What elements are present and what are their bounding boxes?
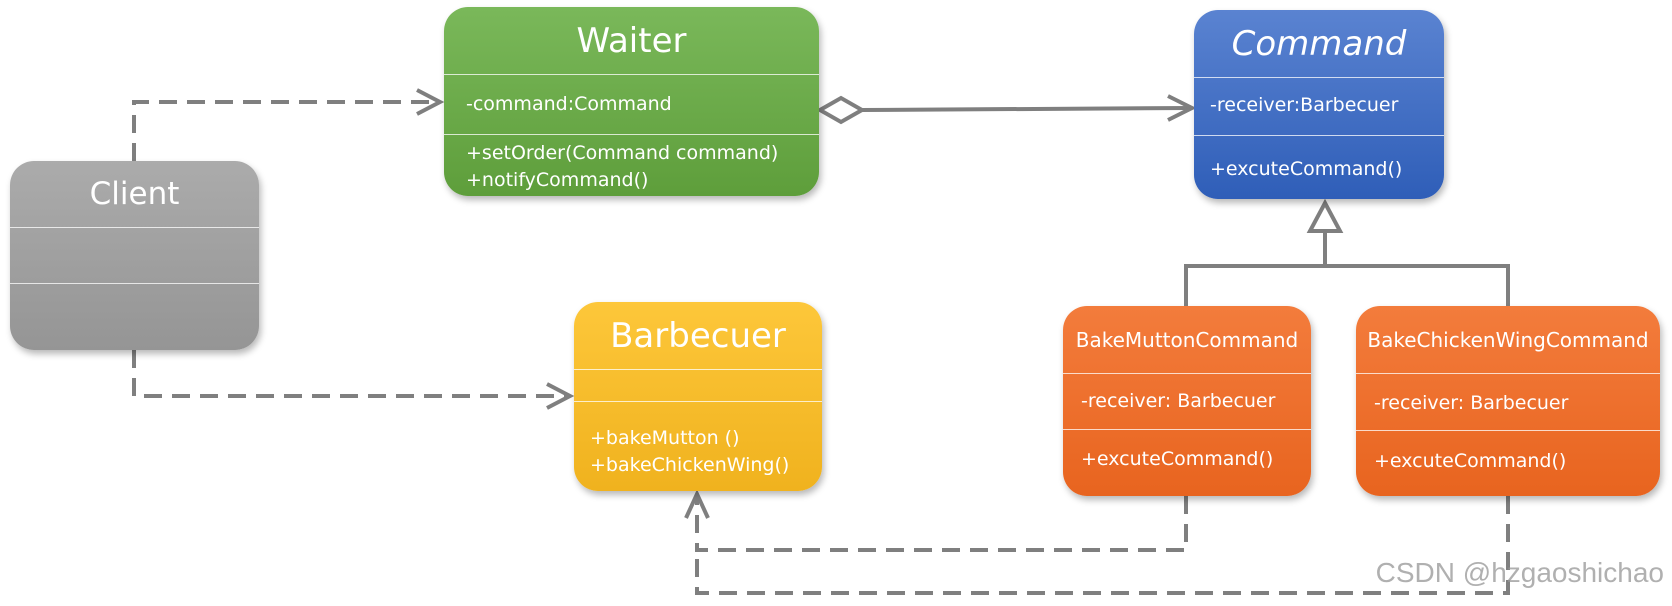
- operation: +excuteCommand(): [1210, 158, 1403, 180]
- class-barbecuer: Barbecuer +bakeMutton () +bakeChickenWin…: [574, 302, 822, 491]
- class-bake-chicken-wing-command: BakeChickenWingCommand -receiver: Barbec…: [1356, 306, 1660, 496]
- class-command-attributes: -receiver:Barbecuer: [1194, 77, 1444, 135]
- edge-mutton-generalization: [1184, 264, 1325, 306]
- operation: +excuteCommand(): [1374, 450, 1567, 472]
- class-client-attributes: [10, 227, 259, 283]
- edge-wing-generalization: [1325, 264, 1510, 306]
- edge-client-waiter: [132, 100, 440, 161]
- attribute: -command:Command: [466, 93, 672, 115]
- generalization-triangle: [1306, 198, 1344, 233]
- class-client-title: Client: [89, 176, 180, 212]
- edge-client-barbecuer: [132, 350, 570, 398]
- aggregation-diamond: [815, 95, 867, 125]
- class-bake-mutton-command-operations: +excuteCommand(): [1063, 429, 1311, 496]
- edge-waiter-command: [861, 106, 1193, 112]
- class-bake-chicken-wing-command-attributes: -receiver: Barbecuer: [1356, 373, 1660, 430]
- arrowhead-command: [1167, 94, 1197, 122]
- class-bake-mutton-command-title: BakeMuttonCommand: [1075, 327, 1299, 352]
- class-client-operations: [10, 283, 259, 350]
- class-barbecuer-attributes: [574, 369, 822, 401]
- class-barbecuer-operations: +bakeMutton () +bakeChickenWing(): [574, 401, 822, 491]
- operation: +bakeChickenWing(): [590, 454, 790, 476]
- arrowhead-barbecuer-left: [546, 382, 575, 410]
- operation: +notifyCommand(): [466, 169, 649, 191]
- arrowhead-barbecuer-bottom: [684, 489, 710, 519]
- class-bake-mutton-command-attributes: -receiver: Barbecuer: [1063, 373, 1311, 429]
- class-bake-chicken-wing-command-title: BakeChickenWingCommand: [1367, 327, 1649, 352]
- class-command: Command -receiver:Barbecuer +excuteComma…: [1194, 10, 1444, 199]
- class-waiter-attributes: -command:Command: [444, 74, 819, 134]
- attribute: -receiver:Barbecuer: [1210, 94, 1399, 116]
- operation: +setOrder(Command command): [466, 142, 779, 164]
- watermark: CSDN @hzgaoshichao: [1375, 557, 1664, 588]
- class-barbecuer-title: Barbecuer: [610, 315, 786, 356]
- operation: +excuteCommand(): [1081, 448, 1274, 470]
- arrowhead-waiter: [416, 88, 445, 116]
- class-waiter: Waiter -command:Command +setOrder(Comman…: [444, 7, 819, 196]
- class-waiter-operations: +setOrder(Command command) +notifyComman…: [444, 134, 819, 196]
- class-bake-mutton-command: BakeMuttonCommand -receiver: Barbecuer +…: [1063, 306, 1311, 496]
- class-command-title: Command: [1231, 23, 1407, 64]
- class-bake-chicken-wing-command-operations: +excuteCommand(): [1356, 430, 1660, 496]
- edge-mutton-barbecuer: [695, 496, 1188, 552]
- class-waiter-title: Waiter: [576, 20, 687, 61]
- class-client: Client: [10, 161, 259, 350]
- class-command-operations: +excuteCommand(): [1194, 135, 1444, 199]
- edge-wing-barbecuer: [695, 496, 1510, 595]
- attribute: -receiver: Barbecuer: [1374, 392, 1569, 414]
- operation: +bakeMutton (): [590, 427, 740, 449]
- attribute: -receiver: Barbecuer: [1081, 390, 1276, 412]
